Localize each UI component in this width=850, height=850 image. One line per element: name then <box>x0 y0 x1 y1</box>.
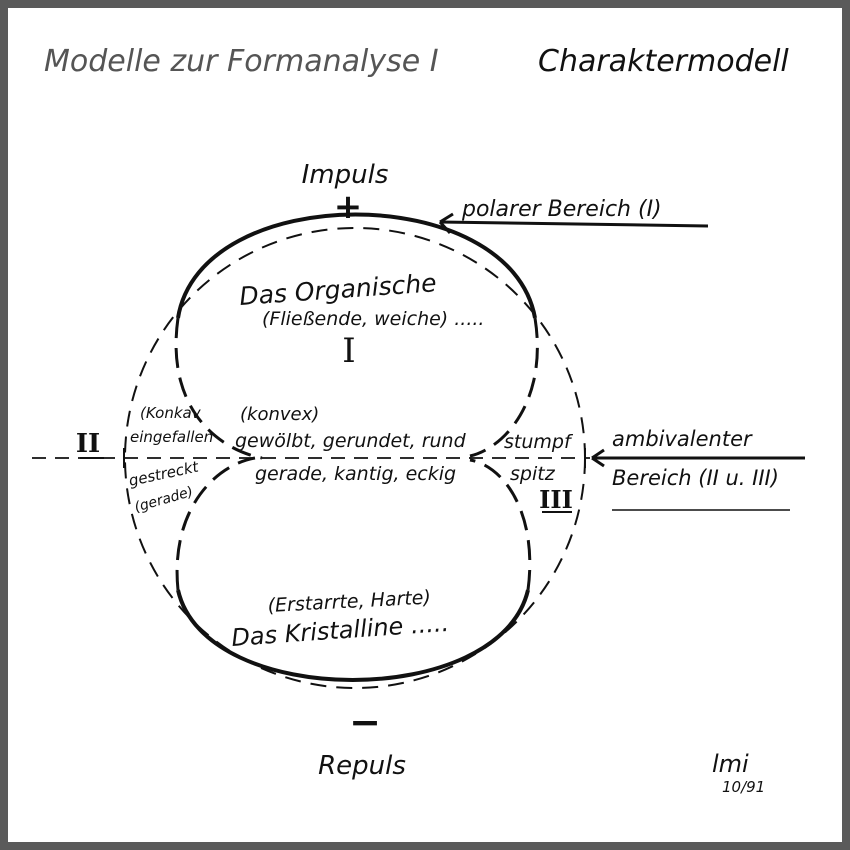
signature-date: 10/91 <box>722 778 765 796</box>
ambivalent-label-line2: Bereich (II u. III) <box>612 466 779 490</box>
lower-lobe-left-side <box>175 456 256 591</box>
polar-arrow-shaft <box>439 220 709 228</box>
ambivalent-label-line1: ambivalenter <box>612 427 753 451</box>
series-title: Modelle zur Formanalyse I <box>44 44 439 79</box>
right-zone-lower: spitz <box>510 463 556 485</box>
upper-zone-title: Das Organische <box>238 268 437 311</box>
right-zone-numeral: III <box>539 485 573 514</box>
left-zone-numeral: II <box>76 429 100 459</box>
lower-lobe-solid-arc <box>176 589 530 682</box>
upper-lobe-left-side <box>174 317 263 460</box>
lower-lobe-right-side <box>469 458 532 591</box>
left-zone-upper-2: eingefallen <box>130 428 213 446</box>
center-line-2: gewölbt, gerundet, rund <box>235 430 467 452</box>
polar-arrow-head <box>438 212 454 235</box>
upper-lobe-right-side <box>469 317 539 458</box>
top-sign: + <box>334 187 363 227</box>
upper-zone-subtitle: (Fließende, weiche) ..... <box>262 308 484 330</box>
ambivalent-arrow-head <box>591 448 605 468</box>
lower-zone-title: Das Kristalline ..... <box>230 609 449 652</box>
center-line-1: (konvex) <box>240 404 319 425</box>
polar-region-label: polarer Bereich (I) <box>461 197 662 222</box>
right-zone-upper: stumpf <box>504 431 574 453</box>
top-label: Impuls <box>302 160 389 190</box>
upper-lobe-solid-arc <box>176 212 537 319</box>
model-title: Charaktermodell <box>538 44 789 79</box>
left-zone-upper-1: (Konkav <box>140 404 202 422</box>
left-zone-lower-2: (gerade) <box>133 484 195 516</box>
bottom-sign: − <box>349 700 381 744</box>
sheet <box>8 8 842 842</box>
center-line-3: gerade, kantig, eckig <box>255 463 456 485</box>
bottom-label: Repuls <box>318 751 406 781</box>
upper-zone-numeral: I <box>342 331 355 371</box>
signature-initials: lmi <box>712 750 749 778</box>
